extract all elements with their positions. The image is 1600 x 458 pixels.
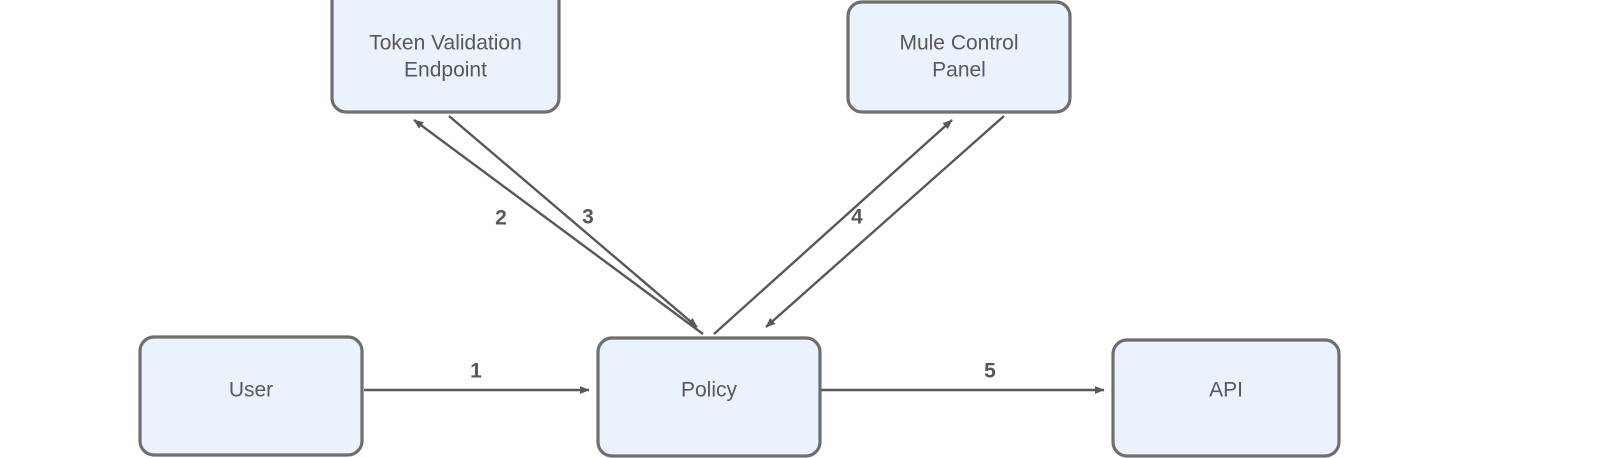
edge-5-label: 5 [984, 360, 996, 383]
node-policy[interactable]: Policy [596, 336, 822, 458]
node-api-label: API [1209, 379, 1243, 402]
edge-4-policy-to-mule-control-panel: 4 [713, 115, 1005, 335]
edge-1-label: 1 [470, 360, 482, 383]
node-user-box[interactable] [138, 335, 364, 457]
node-user[interactable]: User [138, 335, 364, 457]
edge-4-return-line [765, 115, 1005, 328]
node-mule-control-panel-box[interactable] [846, 0, 1072, 114]
edge-4-outgoing-line [713, 119, 953, 335]
node-token-validation-endpoint-label-line1: Token Validation [369, 32, 522, 55]
node-user-label: User [229, 379, 273, 402]
edge-3-label: 3 [582, 206, 594, 229]
node-token-validation-endpoint[interactable]: Token Validation Endpoint [330, 0, 561, 114]
node-policy-label: Policy [681, 379, 738, 402]
node-api[interactable]: API [1111, 338, 1341, 458]
edge-2-line [413, 119, 704, 335]
edge-2-label: 2 [495, 207, 507, 230]
node-mule-control-panel-label-line2: Panel [932, 59, 986, 82]
edge-1-user-to-policy: 1 [364, 360, 590, 394]
edge-4-label: 4 [851, 206, 863, 229]
edge-2-policy-to-token-validation-endpoint: 2 [413, 119, 704, 335]
node-token-validation-endpoint-box[interactable] [330, 0, 561, 114]
node-mule-control-panel[interactable]: Mule Control Panel [846, 0, 1072, 114]
node-mule-control-panel-label-line1: Mule Control [899, 32, 1018, 55]
node-policy-box[interactable] [596, 336, 822, 458]
node-api-box[interactable] [1111, 338, 1341, 458]
edge-3-line [448, 115, 698, 328]
edge-3-token-validation-endpoint-to-policy: 3 [448, 115, 698, 328]
edge-5-policy-to-api: 5 [821, 360, 1105, 394]
node-token-validation-endpoint-label-line2: Endpoint [404, 59, 487, 82]
